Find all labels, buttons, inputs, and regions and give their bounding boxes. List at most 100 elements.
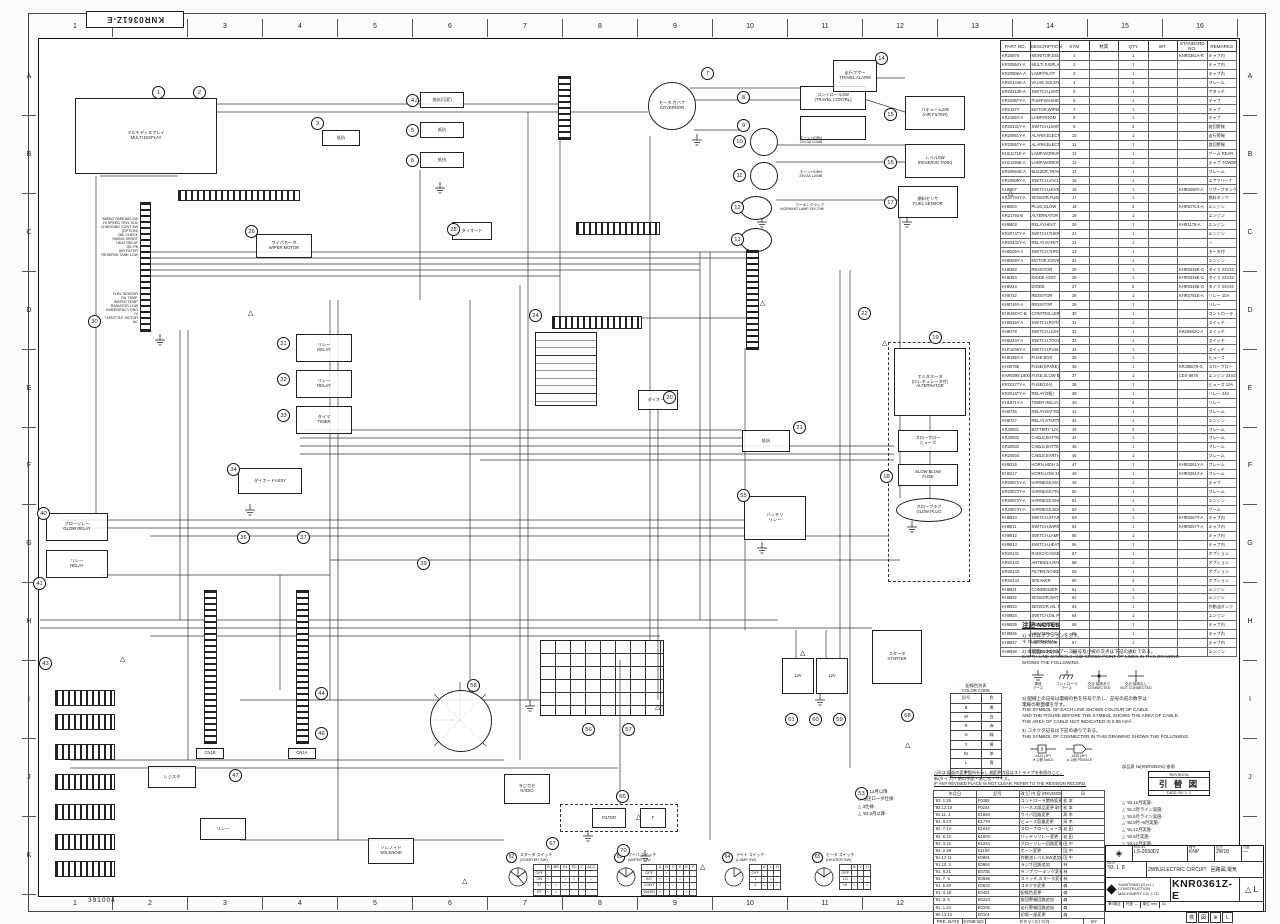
date-cell: DATE '93. 1. 8 (1106, 862, 1147, 877)
battery-2-label: 12V (828, 672, 836, 678)
opt-conn-1 (55, 690, 115, 706)
callout-60: 60 (809, 713, 822, 726)
relay-b-label: リレー RELAY (317, 342, 331, 352)
slow-blow-fuse-1-label: スローブロー ヒューズ (915, 435, 941, 445)
list-item: 2 (113, 896, 188, 910)
callout-14: 14 (875, 52, 888, 65)
maker-logo-icon: ◈ (1106, 846, 1133, 861)
callout-56: 56 (582, 723, 595, 736)
name-cell: 2WB,ELECTRIC CIRCUIT 回路図,電気 (1147, 862, 1263, 877)
starter-label: スタータ STARTER (887, 651, 907, 661)
callout-66: 66 (616, 790, 629, 803)
note-1: 1) ＊印はオプションを示す。 ＊ IS OPTIONAL. (1022, 633, 1083, 644)
travel-control-sw-2 (800, 116, 866, 140)
list-item: 11 (788, 19, 863, 37)
revision-letter: △ L (1245, 885, 1258, 894)
connector-caption: 1433 (4P) オス側 MALE (1032, 753, 1054, 763)
list-item: 11 (788, 896, 863, 910)
code-value: KNP (1189, 849, 1200, 856)
cn1b-tag-label: CN1B (204, 750, 216, 756)
code-cell: 略号 KNP (1188, 846, 1215, 861)
fuel-sensor: 燃料センサ FUEL SENSOR (898, 186, 958, 218)
list-item: 図 (1198, 912, 1209, 923)
slow-blow-fuse-1: スローブロー ヒューズ (898, 430, 958, 452)
drawing-name-en: 2WB,ELECTRIC CIRCUIT (1148, 866, 1207, 873)
list-item: 検 (1186, 912, 1197, 923)
callout-57: 57 (622, 723, 635, 736)
list-item: △ 油圧ローダ仕様- (858, 796, 895, 802)
revision-triangle-mark: △ (248, 310, 254, 317)
earth-caption: 車体 アース (1032, 681, 1044, 691)
callout-58: 58 (467, 679, 480, 692)
scale-value: — (1243, 849, 1248, 856)
outer-frame (28, 13, 1266, 912)
level-sw-label: レベルSW (RESERVE TANK) (917, 155, 953, 165)
resistor-6: レジスタ (148, 766, 196, 788)
class-label: 区分 (1216, 846, 1223, 849)
list-item: E (22, 350, 36, 428)
relay-d-label: リレー (216, 825, 230, 831)
callout-10: 10 (733, 135, 746, 148)
radio: ラジカセ RADIO (504, 774, 550, 804)
fuel-sensor-label: 燃料センサ FUEL SENSOR (913, 196, 943, 206)
diode-2-label: ダイオード (647, 396, 669, 402)
callout-9: 9 (737, 119, 750, 132)
list-item: ⊕ (1210, 912, 1221, 923)
list-item: J (22, 739, 36, 818)
note-4: 4) コネクタ記号は下記の通りである。 THE SYMBOL OF CONNEC… (1022, 728, 1190, 740)
battery-relay: バッテリ リレー (744, 496, 806, 540)
date-label: DATE (1107, 862, 1116, 865)
glow-plug: グロープラグ GLOW PLUG (896, 498, 962, 522)
resistor-2-label: 抵抗(可変) (432, 96, 452, 102)
table-row: ST○○○○ (533, 882, 598, 890)
note-3: 3) 配線上の記号は電線の色を符号で示し、記号の前の数字は 電線の断面積を示す。… (1022, 695, 1180, 724)
print-marks: 検図⊕L (1186, 912, 1233, 923)
revision-triangle-mark: △ (882, 340, 888, 347)
list-item: 9 (638, 19, 713, 37)
earth-symbol-body: 車体 アース (1030, 669, 1046, 691)
notes-title: 注記·NOTES (1022, 622, 1060, 629)
table-row: OFF○ (640, 870, 697, 878)
resistor-6-label: レジスタ (163, 773, 181, 779)
list-item: 9 (638, 896, 713, 910)
solenoid: ソレノイド SOLENOID (368, 838, 414, 864)
list-item: 5 (338, 19, 413, 37)
company-name: SUMITOMO (S.H.I.) CONSTRUCTION MACHINERY… (1118, 881, 1160, 896)
ground-icon (1058, 669, 1074, 679)
callout-17: 17 (884, 196, 897, 209)
list-item: △ '93.12月以降 (858, 789, 888, 794)
list-item: I (22, 661, 36, 740)
list-item: △ '92.6月実施- (1122, 833, 1151, 839)
switch-title: ワイパ スイッチ (WIPER SW) (628, 852, 657, 862)
callout-6: 6 (406, 154, 419, 167)
revision-triangle-mark: △ (462, 878, 468, 885)
title-block-row-model: ◈ MODEL LS-2650D2 略号 KNP 区分 2W18 尺度 — (1106, 846, 1263, 862)
model-cell: MODEL LS-2650D2 (1133, 846, 1188, 861)
horn-low-label: ホーン HORN 24V,3A 120dB (778, 166, 822, 182)
